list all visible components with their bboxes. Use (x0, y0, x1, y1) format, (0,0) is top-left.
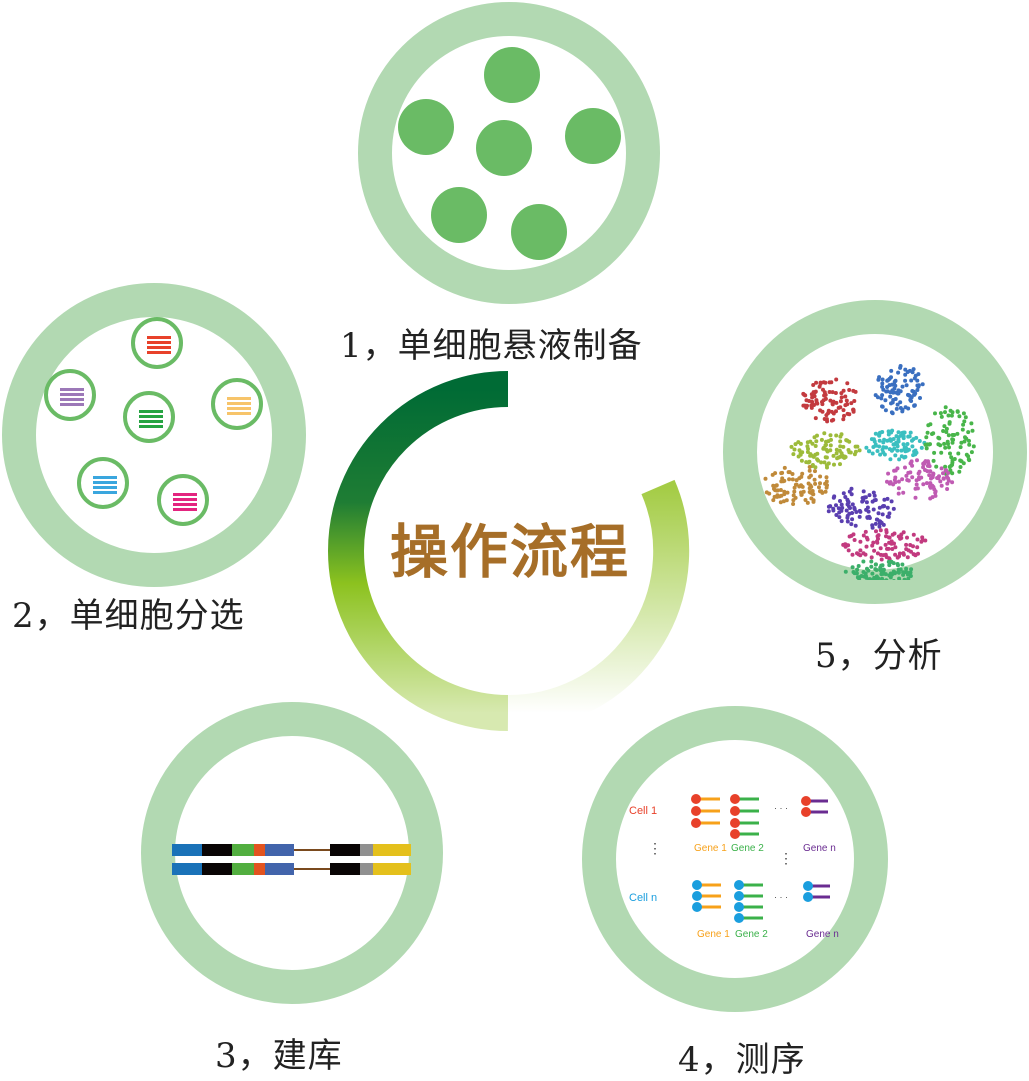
step-4-label: 4，测序 (678, 1032, 806, 1081)
